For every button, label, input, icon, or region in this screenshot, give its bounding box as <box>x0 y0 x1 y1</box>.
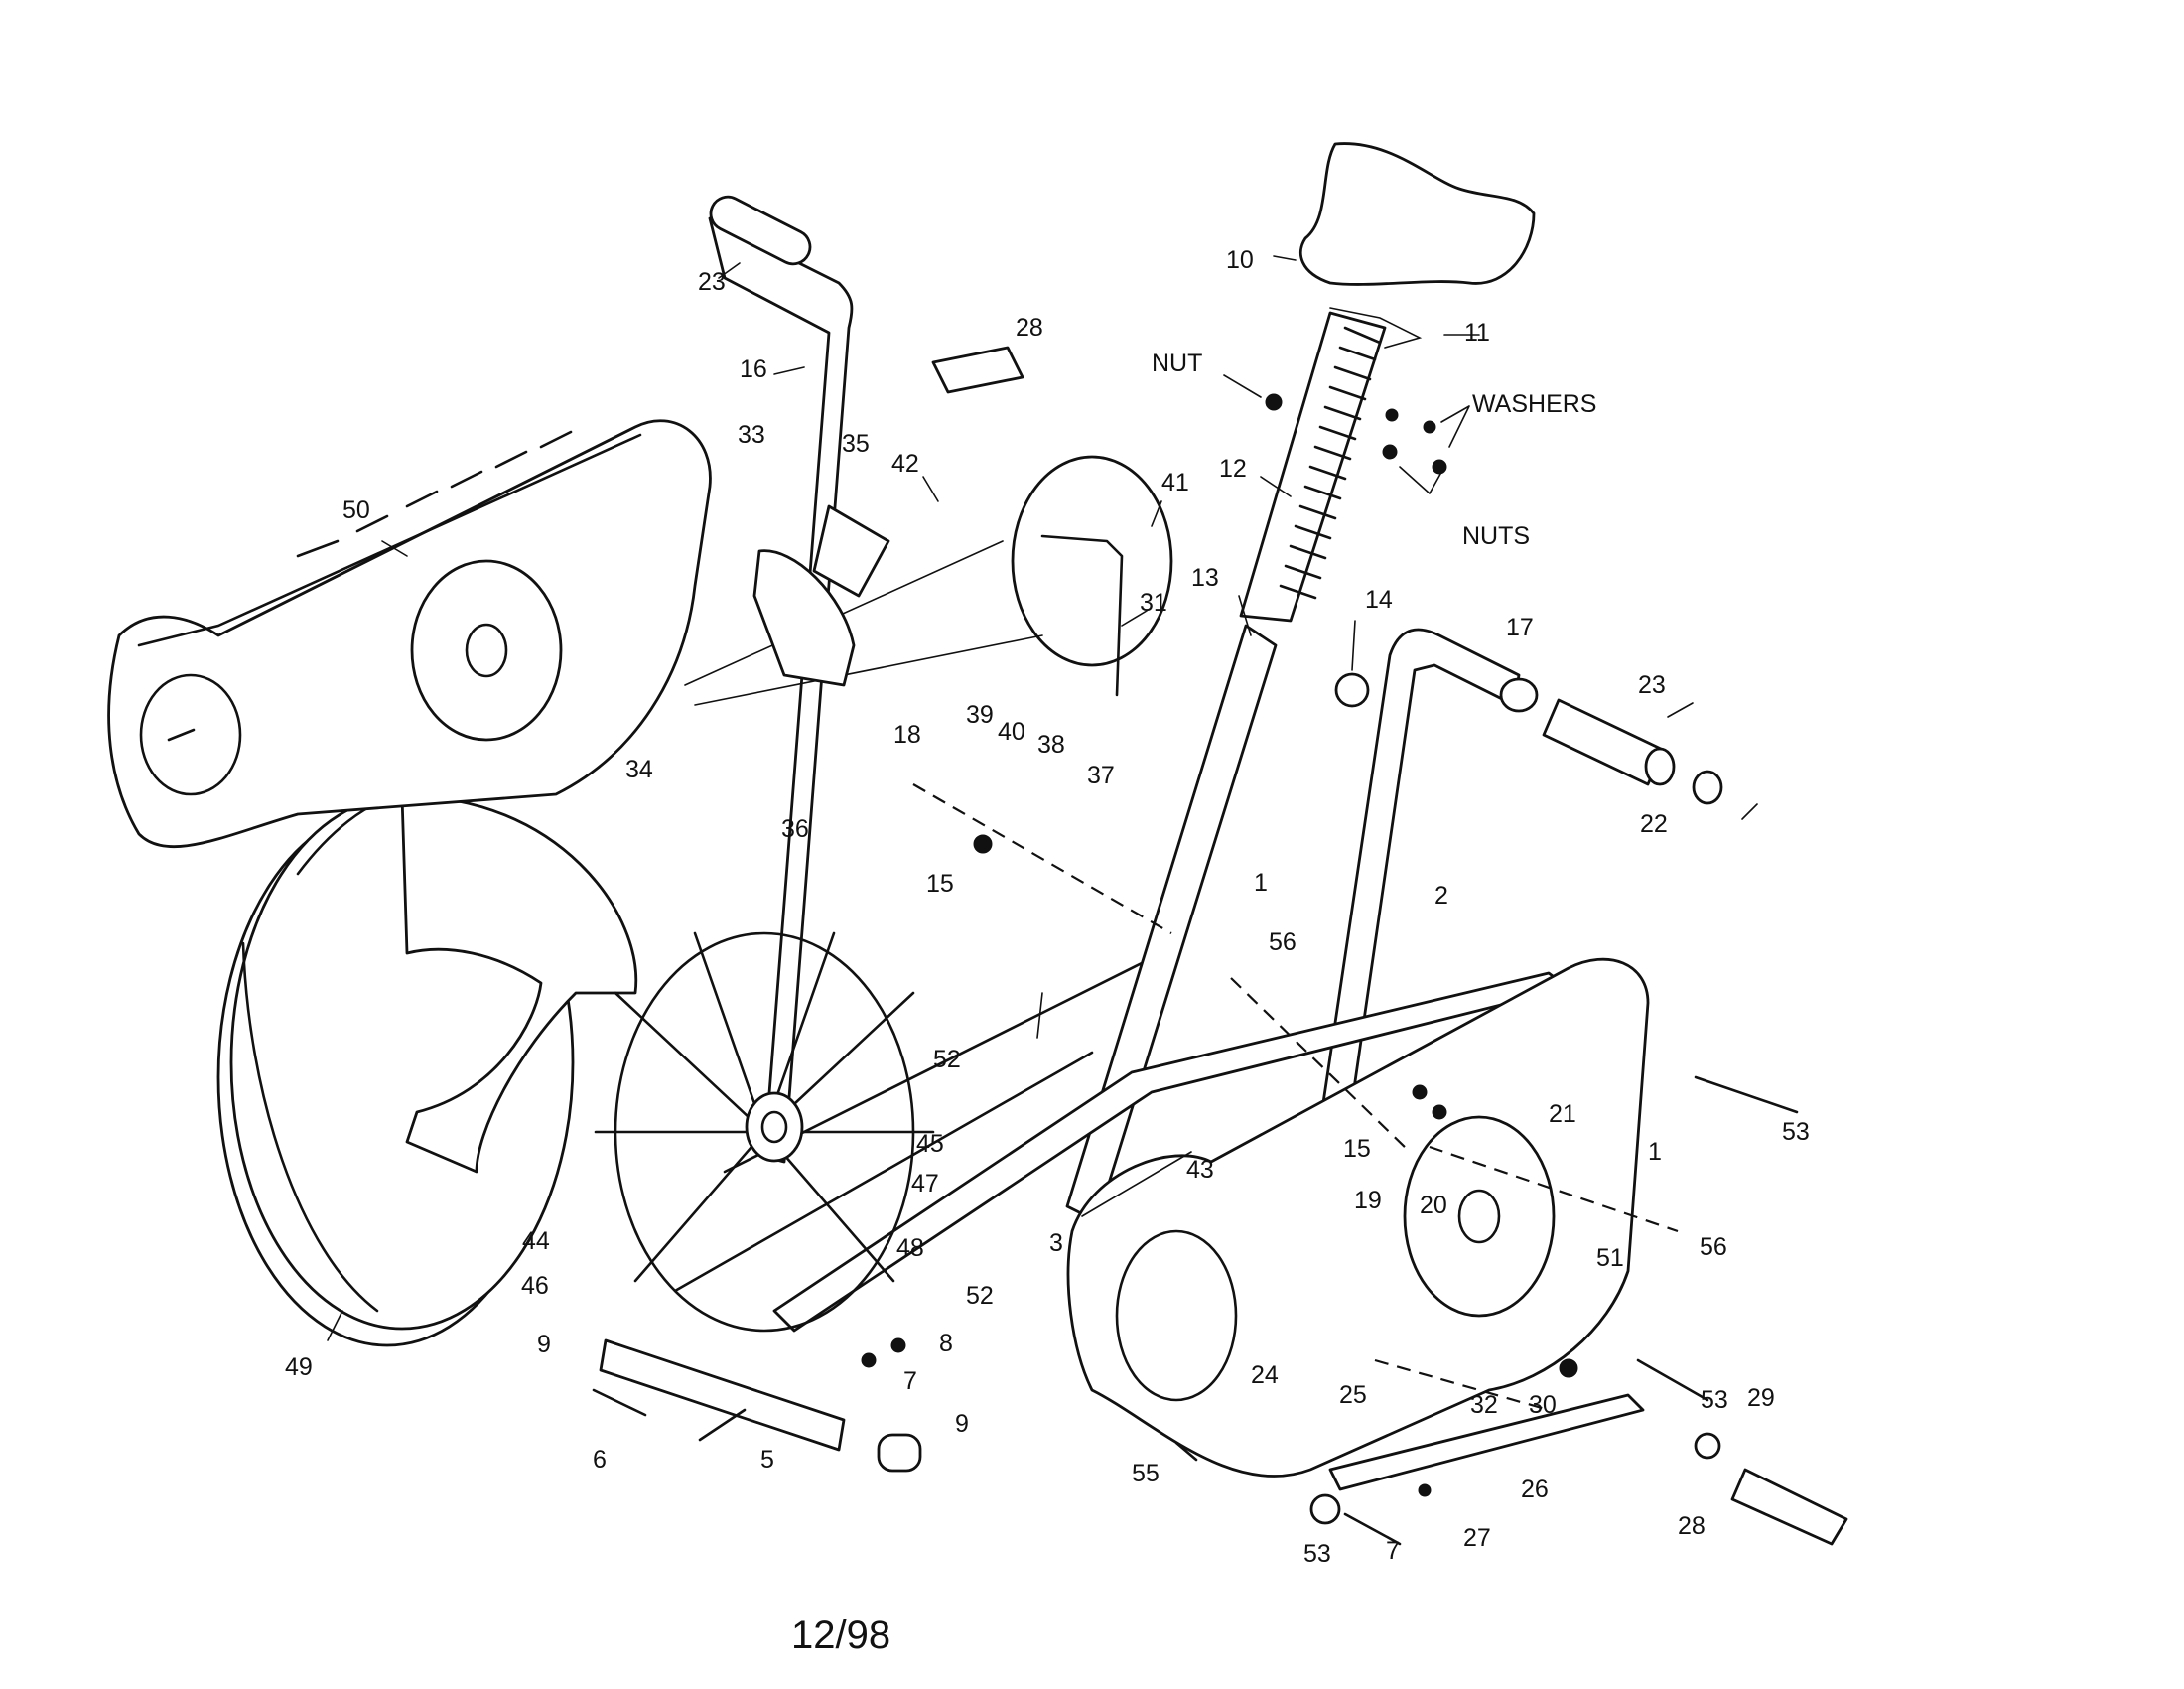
callout-c2: 2 <box>1434 882 1448 910</box>
assembly-line-2 <box>1429 1145 1679 1233</box>
callout-c21: 21 <box>1549 1100 1576 1128</box>
callout-c45: 45 <box>916 1130 944 1158</box>
callout-c56a: 56 <box>1269 928 1297 956</box>
bolts <box>592 1075 1799 1546</box>
callout-c23l: 23 <box>698 268 726 296</box>
callout-c23r: 23 <box>1638 671 1666 699</box>
callout-c14: 14 <box>1365 586 1393 614</box>
small-parts <box>599 504 1848 1546</box>
callout-c7a: 7 <box>903 1367 917 1395</box>
seat-assembly <box>1065 142 1536 1223</box>
label-nut: NUT <box>1152 350 1202 377</box>
callout-c9a: 9 <box>537 1331 551 1358</box>
flywheel-49 <box>216 794 638 1347</box>
callout-c15b: 15 <box>1343 1135 1371 1163</box>
chain-guard-50 <box>107 419 712 849</box>
callout-c26: 26 <box>1521 1476 1549 1503</box>
callout-c10: 10 <box>1226 246 1254 274</box>
callout-c28t: 28 <box>1016 314 1043 342</box>
callout-c3: 3 <box>1049 1229 1063 1257</box>
callout-c50: 50 <box>342 496 370 524</box>
callout-c18: 18 <box>893 721 921 749</box>
callout-c53c: 53 <box>1303 1540 1331 1568</box>
chain-guard-51 <box>1066 957 1650 1478</box>
assembly-line-3 <box>1374 1358 1550 1412</box>
callout-c1b: 1 <box>1648 1138 1662 1166</box>
callout-c47: 47 <box>911 1170 939 1197</box>
callout-c43: 43 <box>1186 1156 1214 1184</box>
callout-c49: 49 <box>285 1353 313 1381</box>
callout-c12: 12 <box>1219 455 1247 483</box>
callout-c20: 20 <box>1420 1192 1447 1219</box>
callout-c8: 8 <box>939 1330 953 1357</box>
callout-c48: 48 <box>896 1234 924 1262</box>
callout-c44: 44 <box>522 1227 550 1255</box>
callout-c32: 32 <box>1470 1391 1498 1419</box>
callout-c29: 29 <box>1747 1384 1775 1412</box>
callout-c52b: 52 <box>966 1282 994 1310</box>
callout-c53a: 53 <box>1782 1118 1810 1146</box>
callout-c7b: 7 <box>1386 1537 1400 1565</box>
callout-c28b: 28 <box>1678 1512 1706 1540</box>
fan-blades-44 <box>594 931 935 1333</box>
callout-c17: 17 <box>1506 614 1534 641</box>
label-washers: WASHERS <box>1472 390 1596 418</box>
label-nuts: NUTS <box>1462 522 1530 550</box>
callout-c22: 22 <box>1640 810 1668 838</box>
assembly-line-1 <box>912 783 1172 934</box>
handlebar-left-16 <box>708 195 854 1164</box>
callout-c36: 36 <box>781 815 809 843</box>
callout-c56b: 56 <box>1700 1233 1727 1261</box>
callout-c30: 30 <box>1529 1391 1557 1419</box>
callout-c35: 35 <box>842 430 870 458</box>
callout-c46: 46 <box>521 1272 549 1300</box>
callout-c6: 6 <box>593 1446 607 1474</box>
callout-c11: 11 <box>1464 319 1490 347</box>
pedal-assembly-top <box>684 346 1173 706</box>
callout-c34: 34 <box>625 756 653 783</box>
callout-c31: 31 <box>1140 589 1167 617</box>
callout-c1a: 1 <box>1254 869 1268 897</box>
callout-c40: 40 <box>998 718 1025 746</box>
leader-lines <box>327 255 1758 1341</box>
callout-c37: 37 <box>1087 762 1115 789</box>
callout-c15a: 15 <box>926 870 954 898</box>
fasteners <box>861 393 1578 1497</box>
callout-c13: 13 <box>1191 564 1219 592</box>
callout-c42: 42 <box>891 450 919 478</box>
callout-c52a: 52 <box>933 1046 961 1073</box>
assembly-line-4 <box>1230 977 1411 1153</box>
callout-c39: 39 <box>966 701 994 729</box>
callout-c51: 51 <box>1596 1244 1624 1272</box>
callout-c38: 38 <box>1037 731 1065 759</box>
callout-c41: 41 <box>1161 469 1189 496</box>
callout-c27: 27 <box>1463 1524 1491 1552</box>
callout-c33: 33 <box>738 421 765 449</box>
callout-c25: 25 <box>1339 1381 1367 1409</box>
callout-c53b: 53 <box>1701 1386 1728 1414</box>
callout-c16: 16 <box>740 355 767 383</box>
callout-c5: 5 <box>760 1446 774 1474</box>
date-code: 12/98 <box>791 1614 890 1657</box>
callout-c24: 24 <box>1251 1361 1279 1389</box>
callout-c19: 19 <box>1354 1187 1382 1214</box>
callout-c9b: 9 <box>955 1410 969 1438</box>
callout-c55: 55 <box>1132 1460 1160 1487</box>
